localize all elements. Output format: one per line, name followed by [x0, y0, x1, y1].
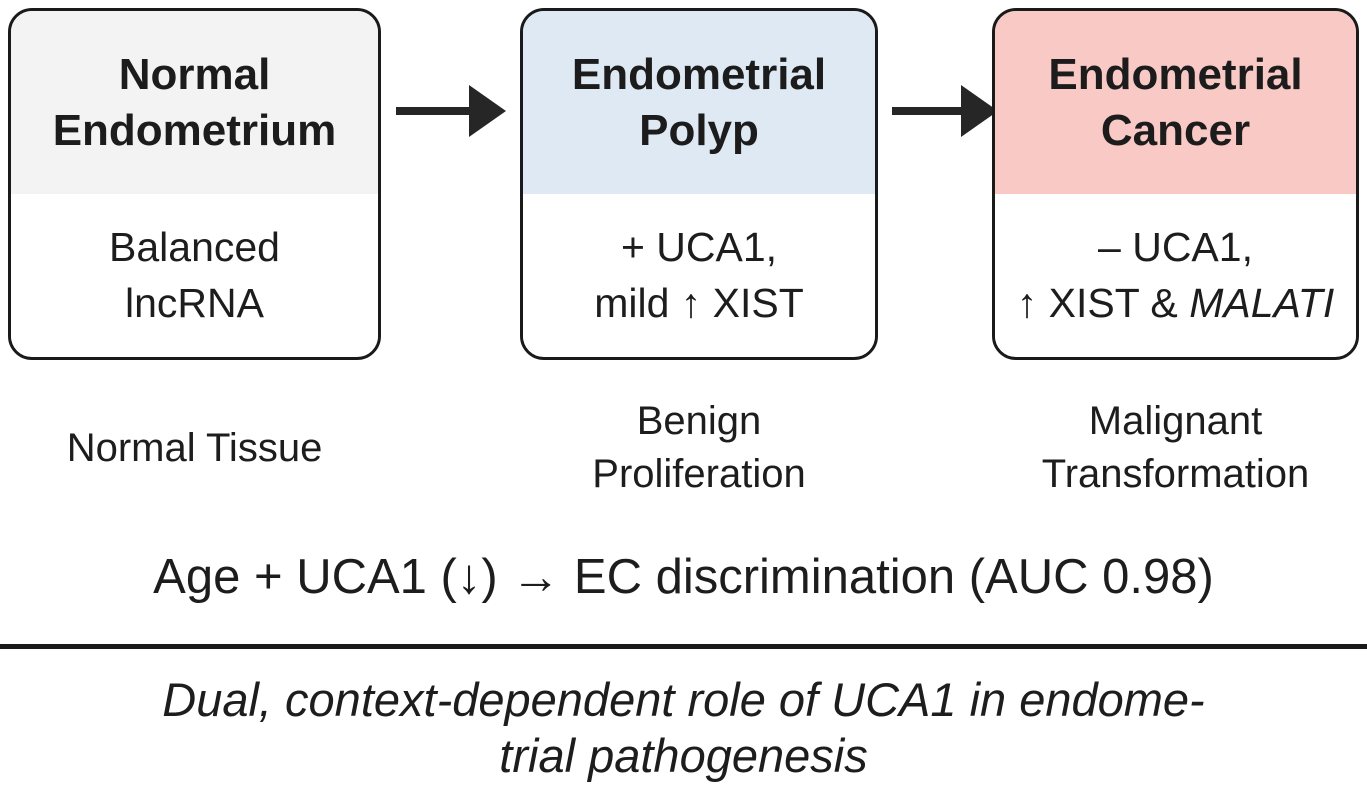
stage-label-malignant-transformation: Malignant Transformation — [992, 392, 1359, 504]
figure-caption: Dual, context-dependent role of UCA1 in … — [0, 672, 1367, 784]
stage-body-text: ↑ XIST & — [1016, 280, 1190, 326]
stage-label-line: Benign — [636, 399, 762, 443]
stage-box-endometrial-cancer: Endometrial Cancer – UCA1, ↑ XIST & MALA… — [992, 8, 1359, 360]
stage-body: – UCA1, ↑ XIST & MALATI — [995, 194, 1356, 356]
stage-label-line: Malignant — [1088, 399, 1263, 443]
stage-title-line: Endometrium — [52, 105, 337, 155]
stage-header: Endometrial Cancer — [995, 11, 1356, 194]
stage-body-line: + UCA1, — [620, 224, 778, 270]
stage-body-line: lncRNA — [125, 280, 264, 326]
auc-statement: Age + UCA1 (↓) → EC discrimination (AUC … — [153, 550, 1214, 604]
stage-title-line: Endometrial — [571, 49, 827, 99]
stage-body: Balanced lncRNA — [11, 194, 378, 356]
section-divider — [0, 644, 1367, 649]
right-arrow-icon — [396, 85, 506, 137]
stage-title-line: Endometrial — [1048, 49, 1303, 99]
stage-body-line: mild ↑ XIST — [594, 280, 804, 326]
stage-box-normal-endometrium: Normal Endometrium Balanced lncRNA — [8, 8, 381, 360]
caption-line: Dual, context-dependent role of UCA1 in … — [162, 673, 1205, 726]
stage-box-endometrial-polyp: Endometrial Polyp + UCA1, mild ↑ XIST — [520, 8, 878, 360]
stage-label-normal-tissue: Normal Tissue — [8, 392, 381, 504]
stage-body-line: – UCA1, — [1098, 224, 1253, 270]
right-arrow-icon — [892, 85, 998, 137]
stage-body-line: Balanced — [109, 224, 280, 270]
stage-body-line: ↑ XIST & MALATI — [1017, 275, 1334, 331]
caption-line: trial pathogenesis — [499, 729, 868, 782]
stage-label-line: Transformation — [1041, 452, 1310, 496]
stage-title-line: Normal — [118, 49, 271, 99]
stage-body: + UCA1, mild ↑ XIST — [523, 194, 875, 356]
gene-name-italic: MALATI — [1189, 280, 1335, 326]
stage-label-benign-proliferation: Benign Proliferation — [520, 392, 878, 504]
stage-label-line: Proliferation — [592, 452, 806, 496]
stage-header: Normal Endometrium — [11, 11, 378, 194]
stage-title-line: Polyp — [639, 105, 759, 155]
stage-header: Endometrial Polyp — [523, 11, 875, 194]
stage-title-line: Cancer — [1100, 105, 1251, 155]
stage-label-line: Normal Tissue — [66, 425, 323, 470]
